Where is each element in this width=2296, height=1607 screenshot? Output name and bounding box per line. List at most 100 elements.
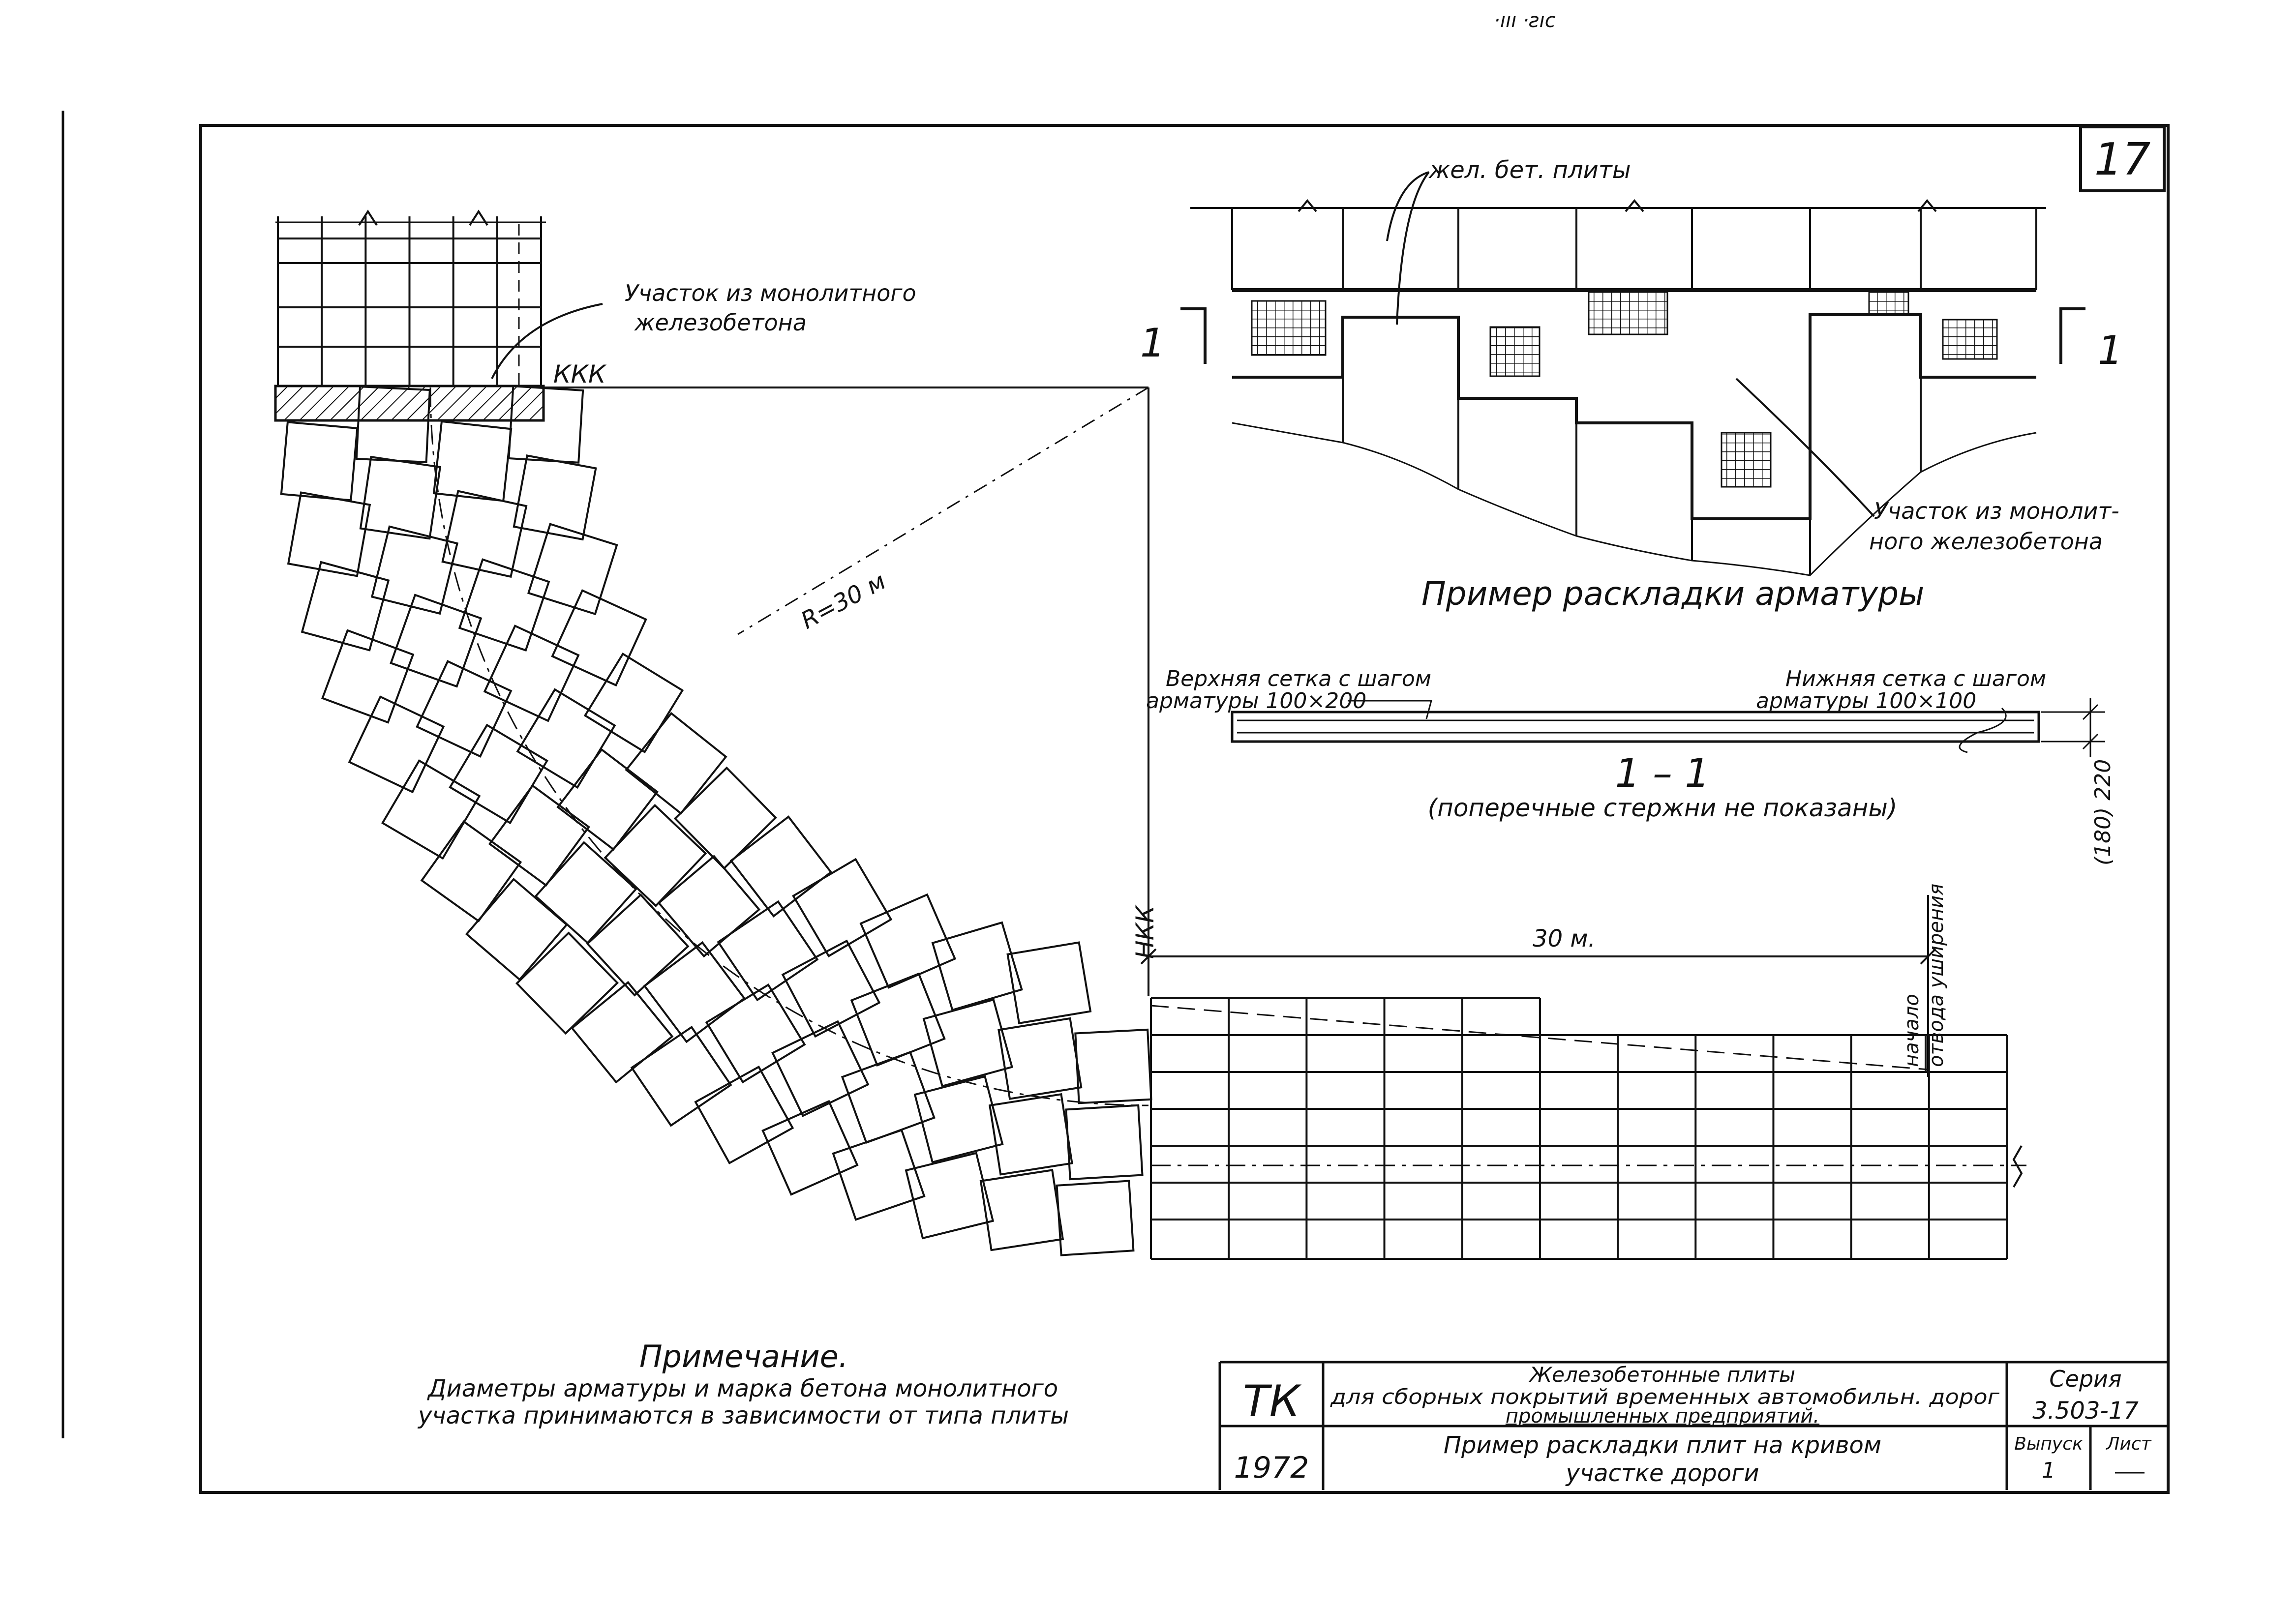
curved-slab [630,1026,732,1127]
curved-slab [841,1051,936,1144]
curved-slab [556,748,659,851]
bottom-mesh-leader [1959,707,2007,753]
tb-issue-value: 1 [2042,1458,2055,1483]
tb-series-value: 3.503-17 [2032,1397,2139,1425]
curved-slab [483,625,580,722]
curved-slab [657,855,761,958]
curved-slab [922,998,1013,1088]
curved-slab [359,455,442,540]
curved-slab [604,804,707,907]
mesh-3 [1588,289,1668,335]
curved-slab [673,766,777,870]
monolith-label-2: железобетона [634,309,807,336]
tb-org: ТК [1243,1376,1302,1427]
curved-slab [905,1152,995,1240]
curved-slab [625,712,727,815]
section-1-1: Верхняя сетка с шагом арматуры 100×200 Н… [1146,666,2115,865]
curved-slab [643,941,746,1043]
plates-label: жел. бет. плиты [1428,156,1631,184]
curved-slab [321,629,415,724]
note-heading: Примечание. [639,1339,848,1374]
curved-slab [381,759,481,860]
curved-slab [913,1075,1004,1163]
curved-slab [781,939,881,1038]
section-title: 1 – 1 [1615,750,1710,796]
bottom-mesh-label-1: Нижняя сетка с шагом [1785,666,2046,691]
curved-slab [850,972,946,1067]
widening-line [1150,1005,1929,1071]
sheet-number: 17 [2094,134,2151,185]
tb-series-label: Серия [2049,1366,2121,1392]
curved-slab [859,893,957,989]
curved-slab [420,820,522,923]
curved-slab [1065,1104,1144,1181]
length-label: 30 м. [1533,925,1596,952]
section-mark-left-label: 1 [1140,320,1165,366]
monolith-label-1: Участок из монолитного [625,280,916,306]
reinforcement-title: Пример раскладки арматуры [1421,575,1924,613]
curved-slab [488,784,590,887]
top-mesh-leader [1348,700,1432,719]
break-marks [1298,199,1937,212]
tb-title-1: Железобетонные плиты [1528,1363,1795,1387]
note-line-2: участка принимаются в зависимости от тип… [417,1402,1069,1429]
stepped-plates [1232,313,2036,520]
curved-slab [287,491,371,577]
mesh-4 [1721,432,1772,488]
thickness-ticks [2041,704,2105,750]
transition-label-1: начало [1901,994,1923,1067]
tb-issue-label: Выпуск [2014,1434,2083,1454]
thickness-label: (180) 220 [2090,759,2115,865]
bottom-mesh-label-2: арматуры 100×100 [1756,688,1976,714]
curved-slab [729,815,833,918]
tb-year: 1972 [1234,1451,1309,1485]
curved-slab [458,558,550,652]
curved-slab [534,841,637,945]
tb-title-2: для сборных покрытий временных автомобил… [1330,1385,2000,1409]
plan-view [275,209,2026,1260]
curved-slab [390,594,483,688]
section-mark-right [2059,307,2085,364]
curved-slab [694,1065,794,1164]
plates-leader-2 [1396,171,1430,325]
curve-centerline [429,387,1149,1106]
tb-sheet-title-2: участке дороги [1565,1459,1759,1487]
curved-slab [301,561,390,652]
plate-lower-outlines [1342,377,1922,575]
curved-slab [979,1169,1064,1251]
top-mesh-label-1: Верхняя сетка с шагом [1166,666,1431,691]
plates-leader-1 [1386,171,1429,241]
curved-slab [931,921,1023,1012]
mesh-5 [1868,289,1909,316]
curved-slab [988,1093,1073,1176]
section-note: (поперечные стержни не показаны) [1428,794,1898,822]
bottom-break-mark [2012,1145,2023,1188]
curved-slab [416,660,513,758]
curved-slab [527,523,618,616]
monolith-strip [274,385,545,422]
sheet-number-box [2079,125,2166,192]
tb-title-3: промышленных предприятий. [1506,1405,1819,1428]
transition-label-2: отвода уширения [1925,884,1948,1067]
monolith-right-label-1: Участок из монолит- [1874,498,2119,524]
curved-slab [441,490,528,578]
sheet-frame [199,124,2170,1494]
curved-slab [761,1100,859,1196]
reinforcement-example: 1 1 жел. бет. плиты Участок из монолит- … [1140,156,2123,613]
curved-slab [792,858,893,958]
curved-slab [586,893,690,997]
mesh-1 [1251,300,1327,356]
tb-sheet-title-1: Пример раскладки плит на кривом [1444,1431,1881,1459]
corner-mark: ·ııı ·ƨıc [1494,9,1555,32]
break-bottom [1232,422,2037,576]
curved-slab [1006,941,1092,1025]
mesh-2 [1489,326,1541,377]
curved-slab [516,688,616,789]
curved-slab [583,652,684,754]
dim-tick-left [1140,948,1157,965]
section-mark-right-label: 1 [2098,327,2123,373]
curved-slab [832,1129,926,1221]
curved-slab [370,525,459,615]
radius-line [737,387,1149,635]
curved-slab [551,589,647,687]
